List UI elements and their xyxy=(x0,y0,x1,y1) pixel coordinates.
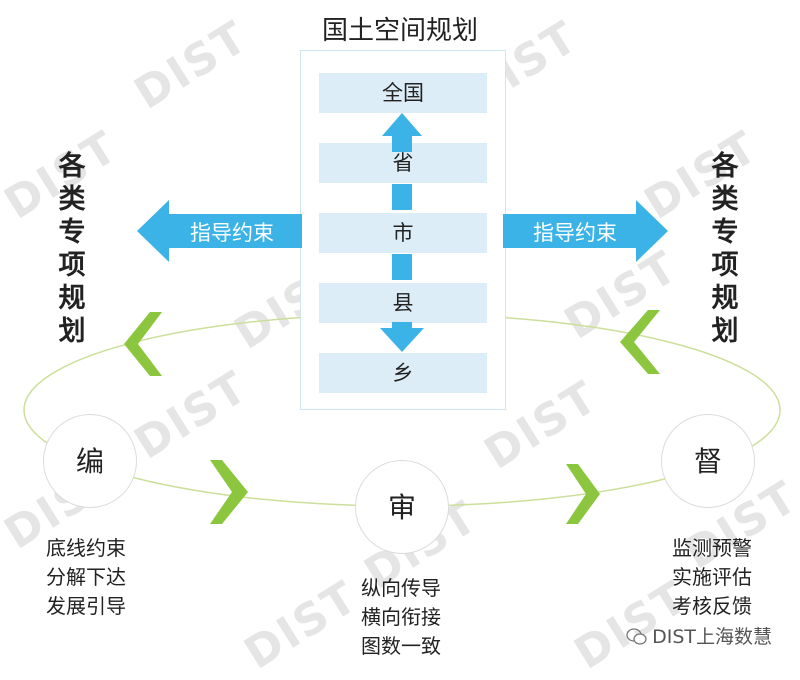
stage-bian-circle: 编 xyxy=(43,414,137,508)
level-national: 全国 xyxy=(319,73,487,113)
chevron-left-icon xyxy=(124,312,162,376)
right-guidance-arrow xyxy=(503,200,668,262)
left-side-title: 各 类 专 项 规 划 xyxy=(58,151,86,347)
chevron-right-icon xyxy=(210,460,248,524)
footer-brand: DIST上海数慧 xyxy=(626,622,772,649)
stage-bian-desc: 底线约束 分解下达 发展引导 xyxy=(46,536,126,618)
arrow-shaft xyxy=(392,254,412,280)
right-side-title: 各 类 专 项 规 划 xyxy=(711,151,739,347)
footer-text: DIST上海数慧 xyxy=(652,626,772,648)
level-township: 乡 xyxy=(319,353,487,393)
wechat-icon xyxy=(626,628,647,645)
level-city: 市 xyxy=(319,213,487,253)
stage-du-desc: 监测预警 实施评估 考核反馈 xyxy=(672,536,752,618)
arrow-down-icon xyxy=(380,328,424,352)
stage-shen-desc: 纵向传导 横向衔接 图数一致 xyxy=(361,576,441,658)
arrow-shaft xyxy=(392,322,412,328)
arrow-shaft xyxy=(392,184,412,210)
chevron-left-icon xyxy=(620,310,660,374)
level-province: 省 xyxy=(319,143,487,183)
arrow-up-icon xyxy=(382,113,422,136)
diagram-title: 国土空间规划 xyxy=(321,16,478,46)
left-guidance-arrow xyxy=(137,200,302,262)
stage-shen-circle: 审 xyxy=(355,460,449,554)
right-arrow-label: 指导约束 xyxy=(533,221,617,245)
level-county: 县 xyxy=(319,283,487,323)
arrow-shaft xyxy=(392,136,412,152)
chevron-right-icon xyxy=(566,464,600,524)
left-arrow-label: 指导约束 xyxy=(190,221,274,245)
stage-du-circle: 督 xyxy=(661,414,755,508)
